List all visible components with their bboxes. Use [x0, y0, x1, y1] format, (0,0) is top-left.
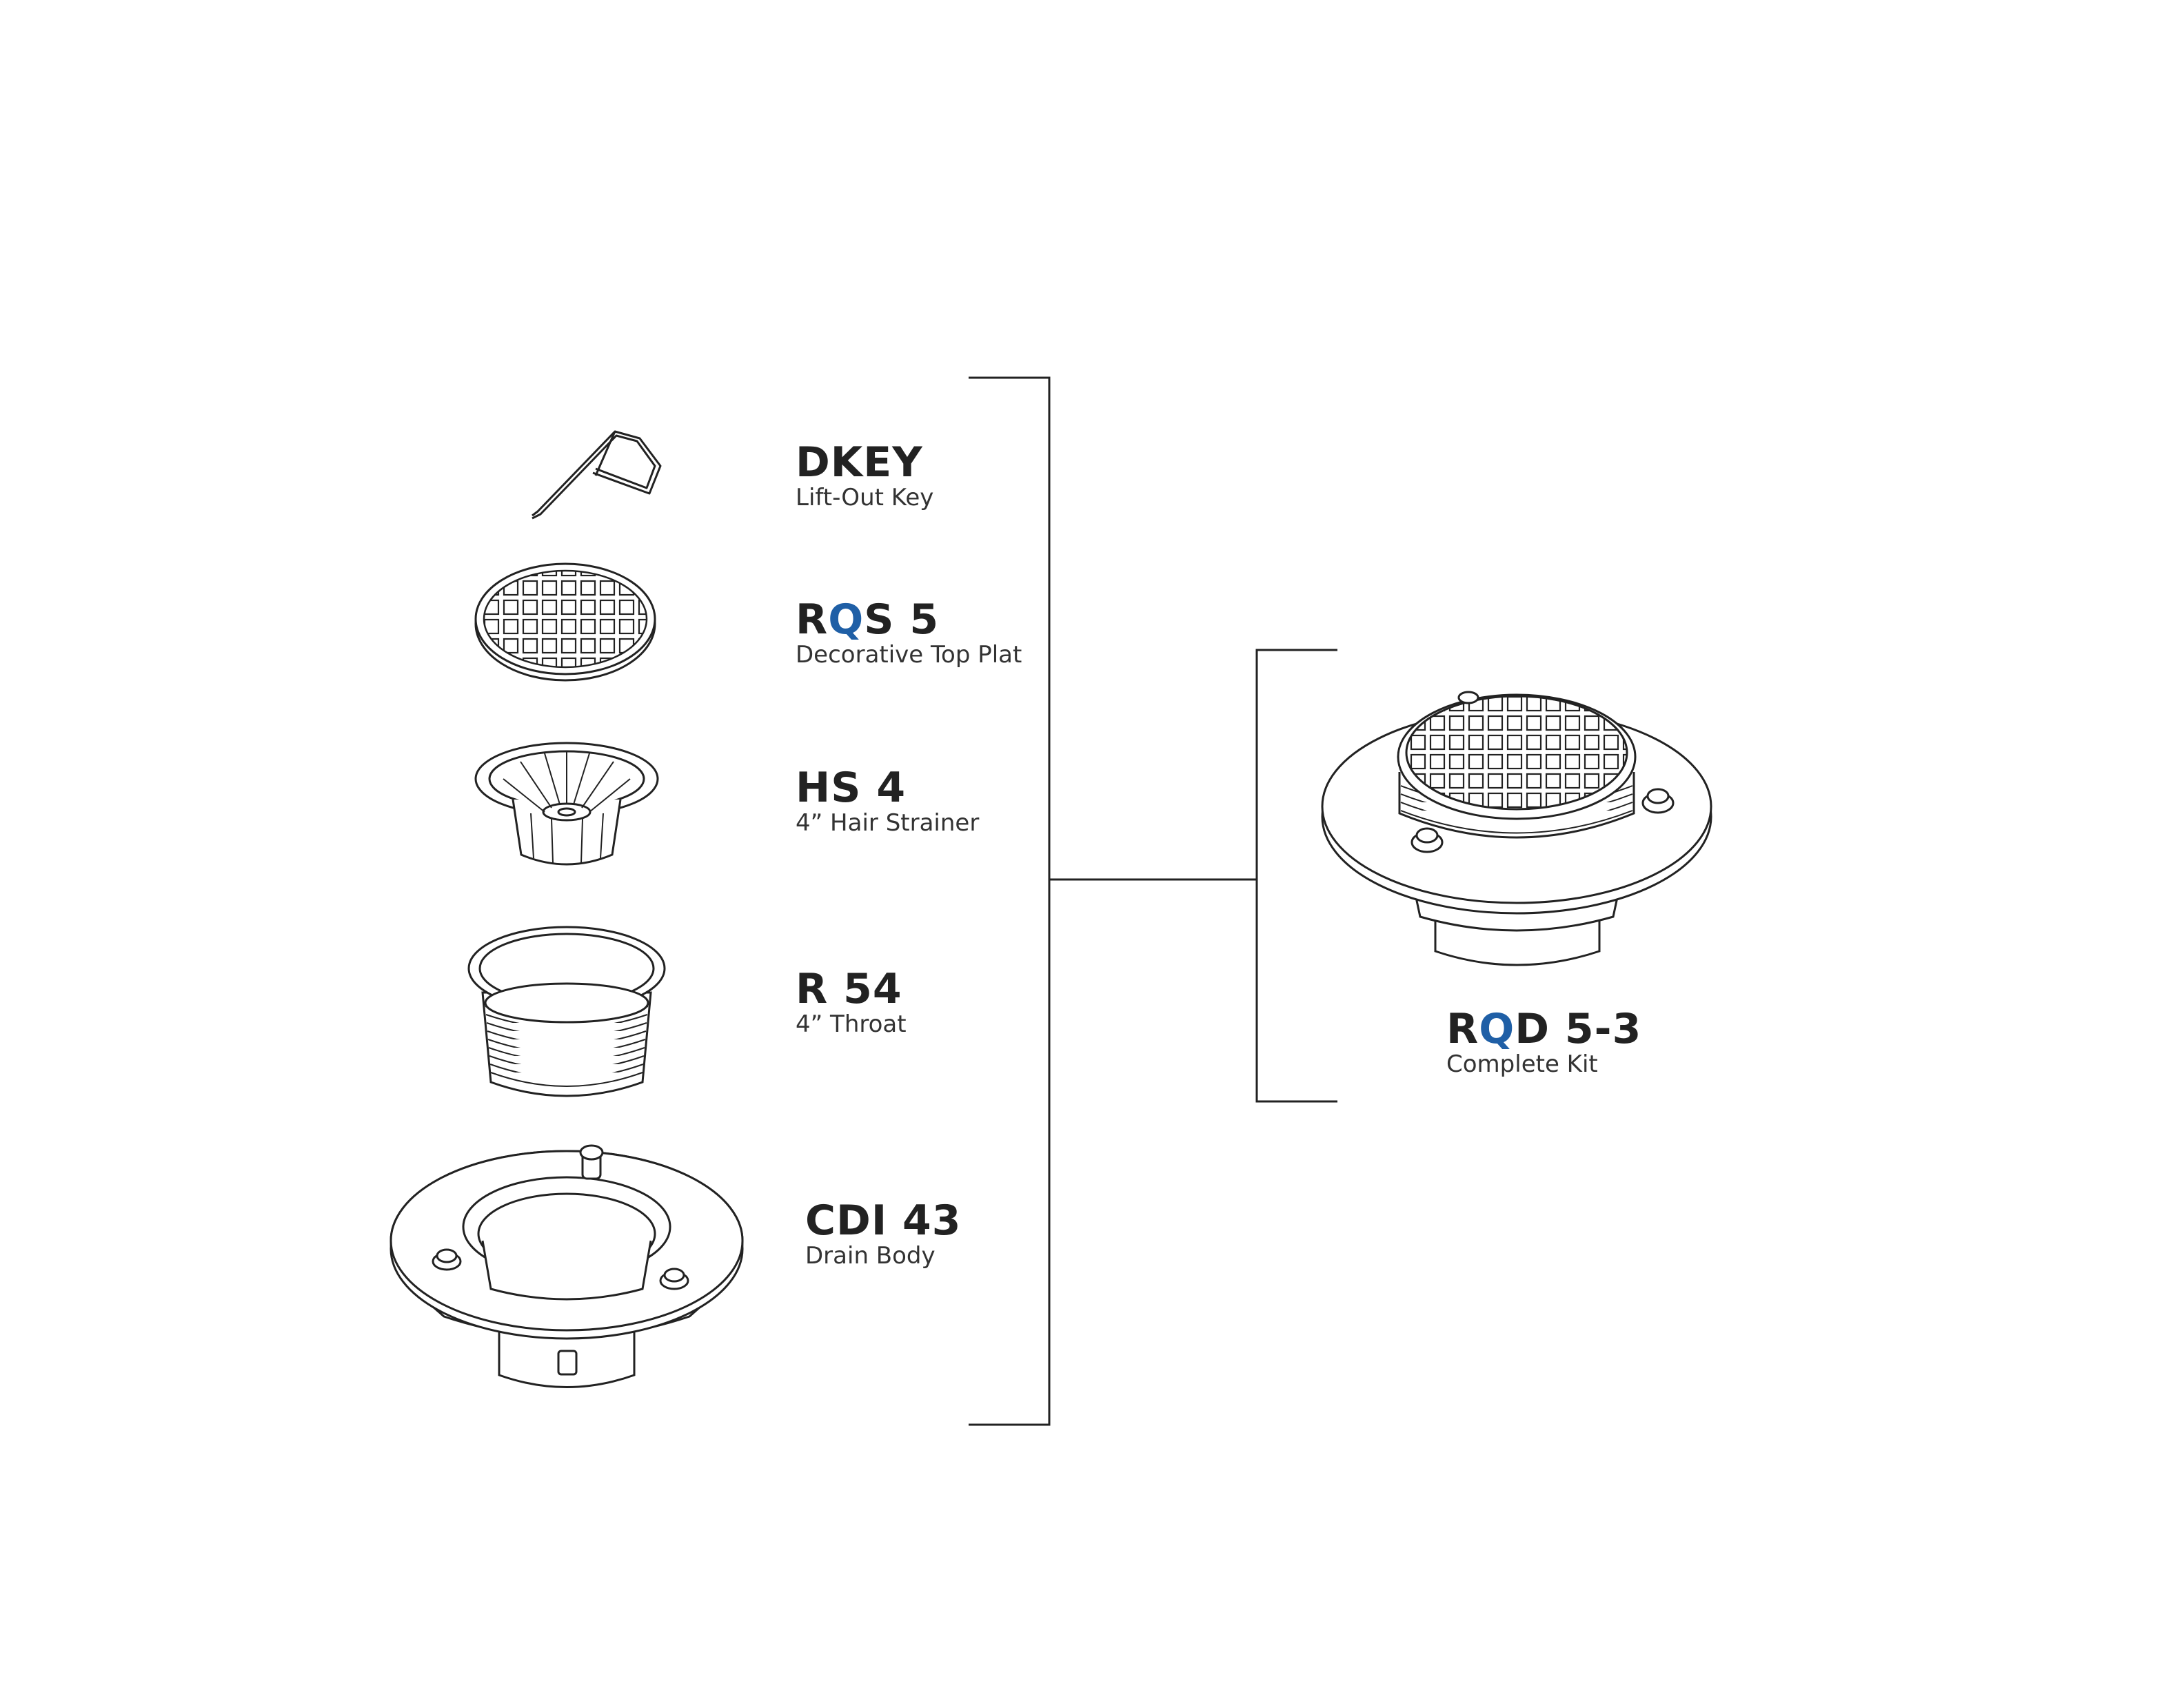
parts-bracket	[969, 376, 1051, 1426]
part-label-cdi43: CDI 43 Drain Body	[805, 1199, 962, 1270]
kit-label: RQD 5-3 Complete Kit	[1446, 1008, 1641, 1078]
part-description: 4” Hair Strainer	[796, 809, 980, 837]
part-label-r54: R 54 4” Throat	[796, 968, 907, 1038]
part-code: DKEY	[796, 438, 923, 487]
clamp-bolt	[579, 1144, 604, 1180]
part-label-rqs5: RQS 5 Decorative Top Plat	[796, 598, 1022, 669]
part-description: Decorative Top Plat	[796, 641, 1022, 669]
top-plate-illustration	[474, 562, 656, 682]
part-label-hs4: HS 4 4” Hair Strainer	[796, 766, 979, 837]
part-code: CDI 43	[805, 1197, 962, 1245]
drain-body-illustration	[390, 1144, 744, 1388]
hair-strainer-illustration	[474, 742, 659, 866]
part-description: Drain Body	[805, 1242, 936, 1270]
part-code: R 54	[796, 965, 902, 1013]
clamp-bolt	[1641, 788, 1675, 814]
complete-kit-illustration	[1321, 691, 1712, 966]
part-description: Lift-Out Key	[796, 484, 934, 511]
part-label-dkey: DKEY Lift-Out Key	[796, 441, 933, 511]
lift-out-key-illustration	[532, 430, 662, 520]
clamp-bolt	[432, 1248, 462, 1271]
clamp-bolt	[659, 1268, 689, 1290]
kit-description: Complete Kit	[1446, 1050, 1598, 1078]
throat-illustration	[467, 926, 666, 1097]
kit-code: RQD 5-3	[1446, 1005, 1642, 1053]
part-description: 4” Throat	[796, 1010, 907, 1038]
clamp-bolt	[1410, 827, 1444, 853]
part-code: RQS 5	[796, 596, 940, 644]
part-code: HS 4	[796, 764, 907, 812]
kit-bracket	[1255, 649, 1337, 1103]
